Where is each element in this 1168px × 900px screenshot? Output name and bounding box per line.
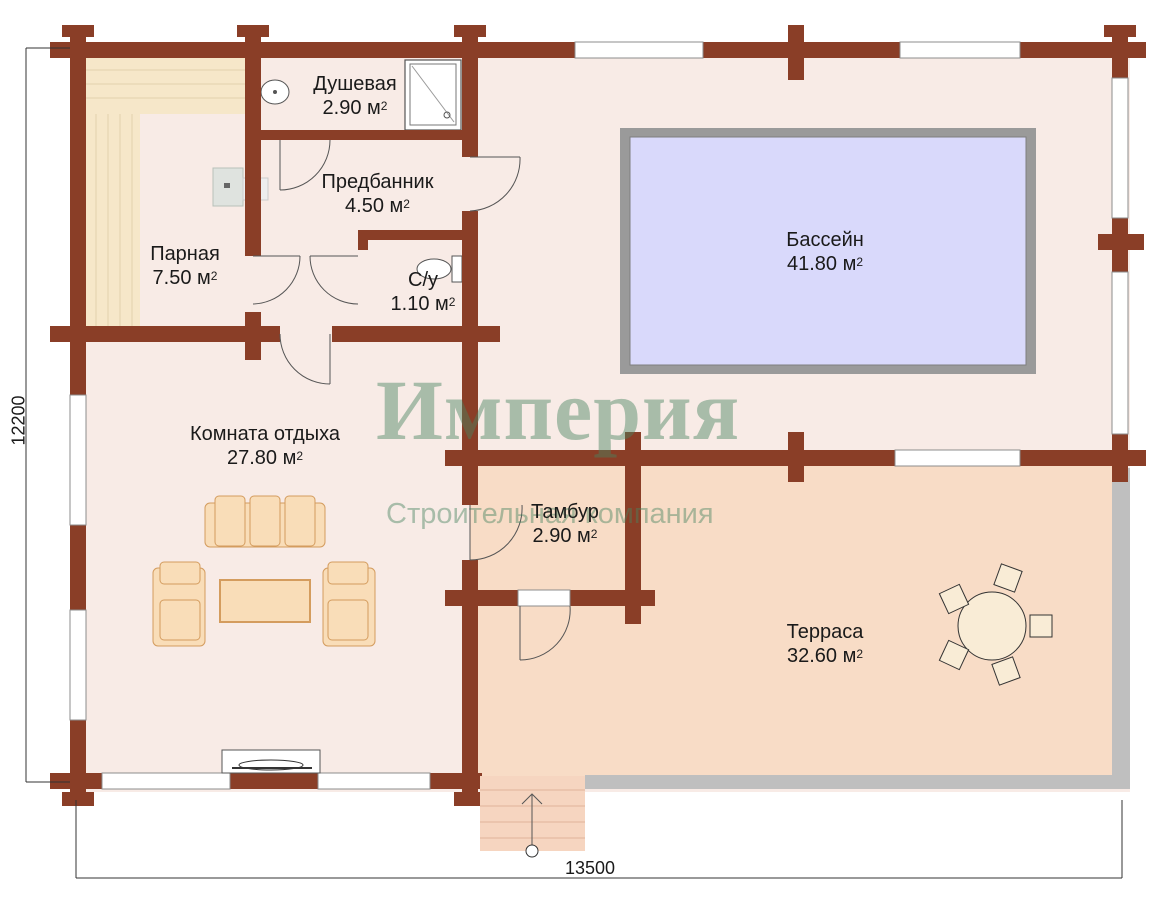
room-label-steam-room: Парная 7.50 м2: [125, 242, 245, 290]
area-unit-power: 2: [296, 449, 304, 463]
dining-set: [938, 563, 1053, 686]
armchair-right: [322, 561, 376, 647]
room-name: Тамбур: [531, 501, 599, 523]
room-label-toilet: С/у 1.10 м2: [368, 268, 478, 316]
shower-tray: [404, 59, 462, 131]
room-label-lounge: Комната отдыха 27.80 м2: [160, 422, 370, 470]
room-name: Предбанник: [321, 171, 434, 193]
room-label-terrace: Терраса 32.60 м2: [755, 620, 895, 668]
room-area: 1.10 м: [390, 293, 449, 315]
watermark-brand: Империя: [376, 362, 741, 458]
area-unit-power: 2: [448, 295, 456, 309]
room-area: 7.50 м: [152, 267, 211, 289]
area-unit-power: 2: [403, 197, 410, 211]
area-unit-power: 2: [856, 255, 864, 269]
dimension-height: 12200: [8, 395, 29, 446]
sauna-bench: [85, 58, 245, 326]
room-area: 4.50 м: [345, 195, 404, 217]
room-area: 32.60 м: [786, 645, 857, 667]
room-name: Парная: [150, 243, 220, 265]
room-name: Бассейн: [786, 229, 864, 251]
coffee-table: [219, 579, 311, 623]
area-unit-power: 2: [210, 269, 218, 283]
terrace-railing-bottom: [585, 775, 1130, 789]
windows: [69, 41, 1129, 790]
room-label-shower: Душевая 2.90 м2: [290, 72, 420, 120]
door-swings: [245, 139, 571, 661]
room-name: С/у: [408, 269, 438, 291]
room-name: Комната отдыха: [190, 423, 340, 445]
dimension-width: 13500: [565, 858, 616, 878]
room-label-pool: Бассейн 41.80 м2: [755, 228, 895, 276]
sofa: [204, 495, 326, 548]
watermark-subtitle: Строительная компания: [386, 498, 714, 530]
room-label-vestibule: Тамбур 2.90 м2: [505, 500, 625, 548]
terrace-railing-right: [1112, 468, 1130, 788]
room-area: 41.80 м: [786, 253, 857, 275]
room-area: 27.80 м: [226, 447, 297, 469]
armchair-left: [152, 561, 206, 647]
room-name: Терраса: [786, 621, 864, 643]
area-unit-power: 2: [856, 647, 864, 661]
room-area: 2.90 м: [532, 525, 591, 547]
area-unit-power: 2: [590, 527, 598, 541]
sink: [260, 79, 290, 105]
fireplace: [221, 749, 321, 774]
dimension-lines: [25, 47, 1123, 879]
room-area: 2.90 м: [322, 97, 381, 119]
area-unit-power: 2: [380, 99, 388, 113]
room-label-changing-room: Предбанник 4.50 м2: [300, 170, 455, 218]
pool-water: [629, 136, 1027, 366]
entrance-steps: [480, 776, 585, 858]
room-name: Душевая: [313, 73, 397, 95]
